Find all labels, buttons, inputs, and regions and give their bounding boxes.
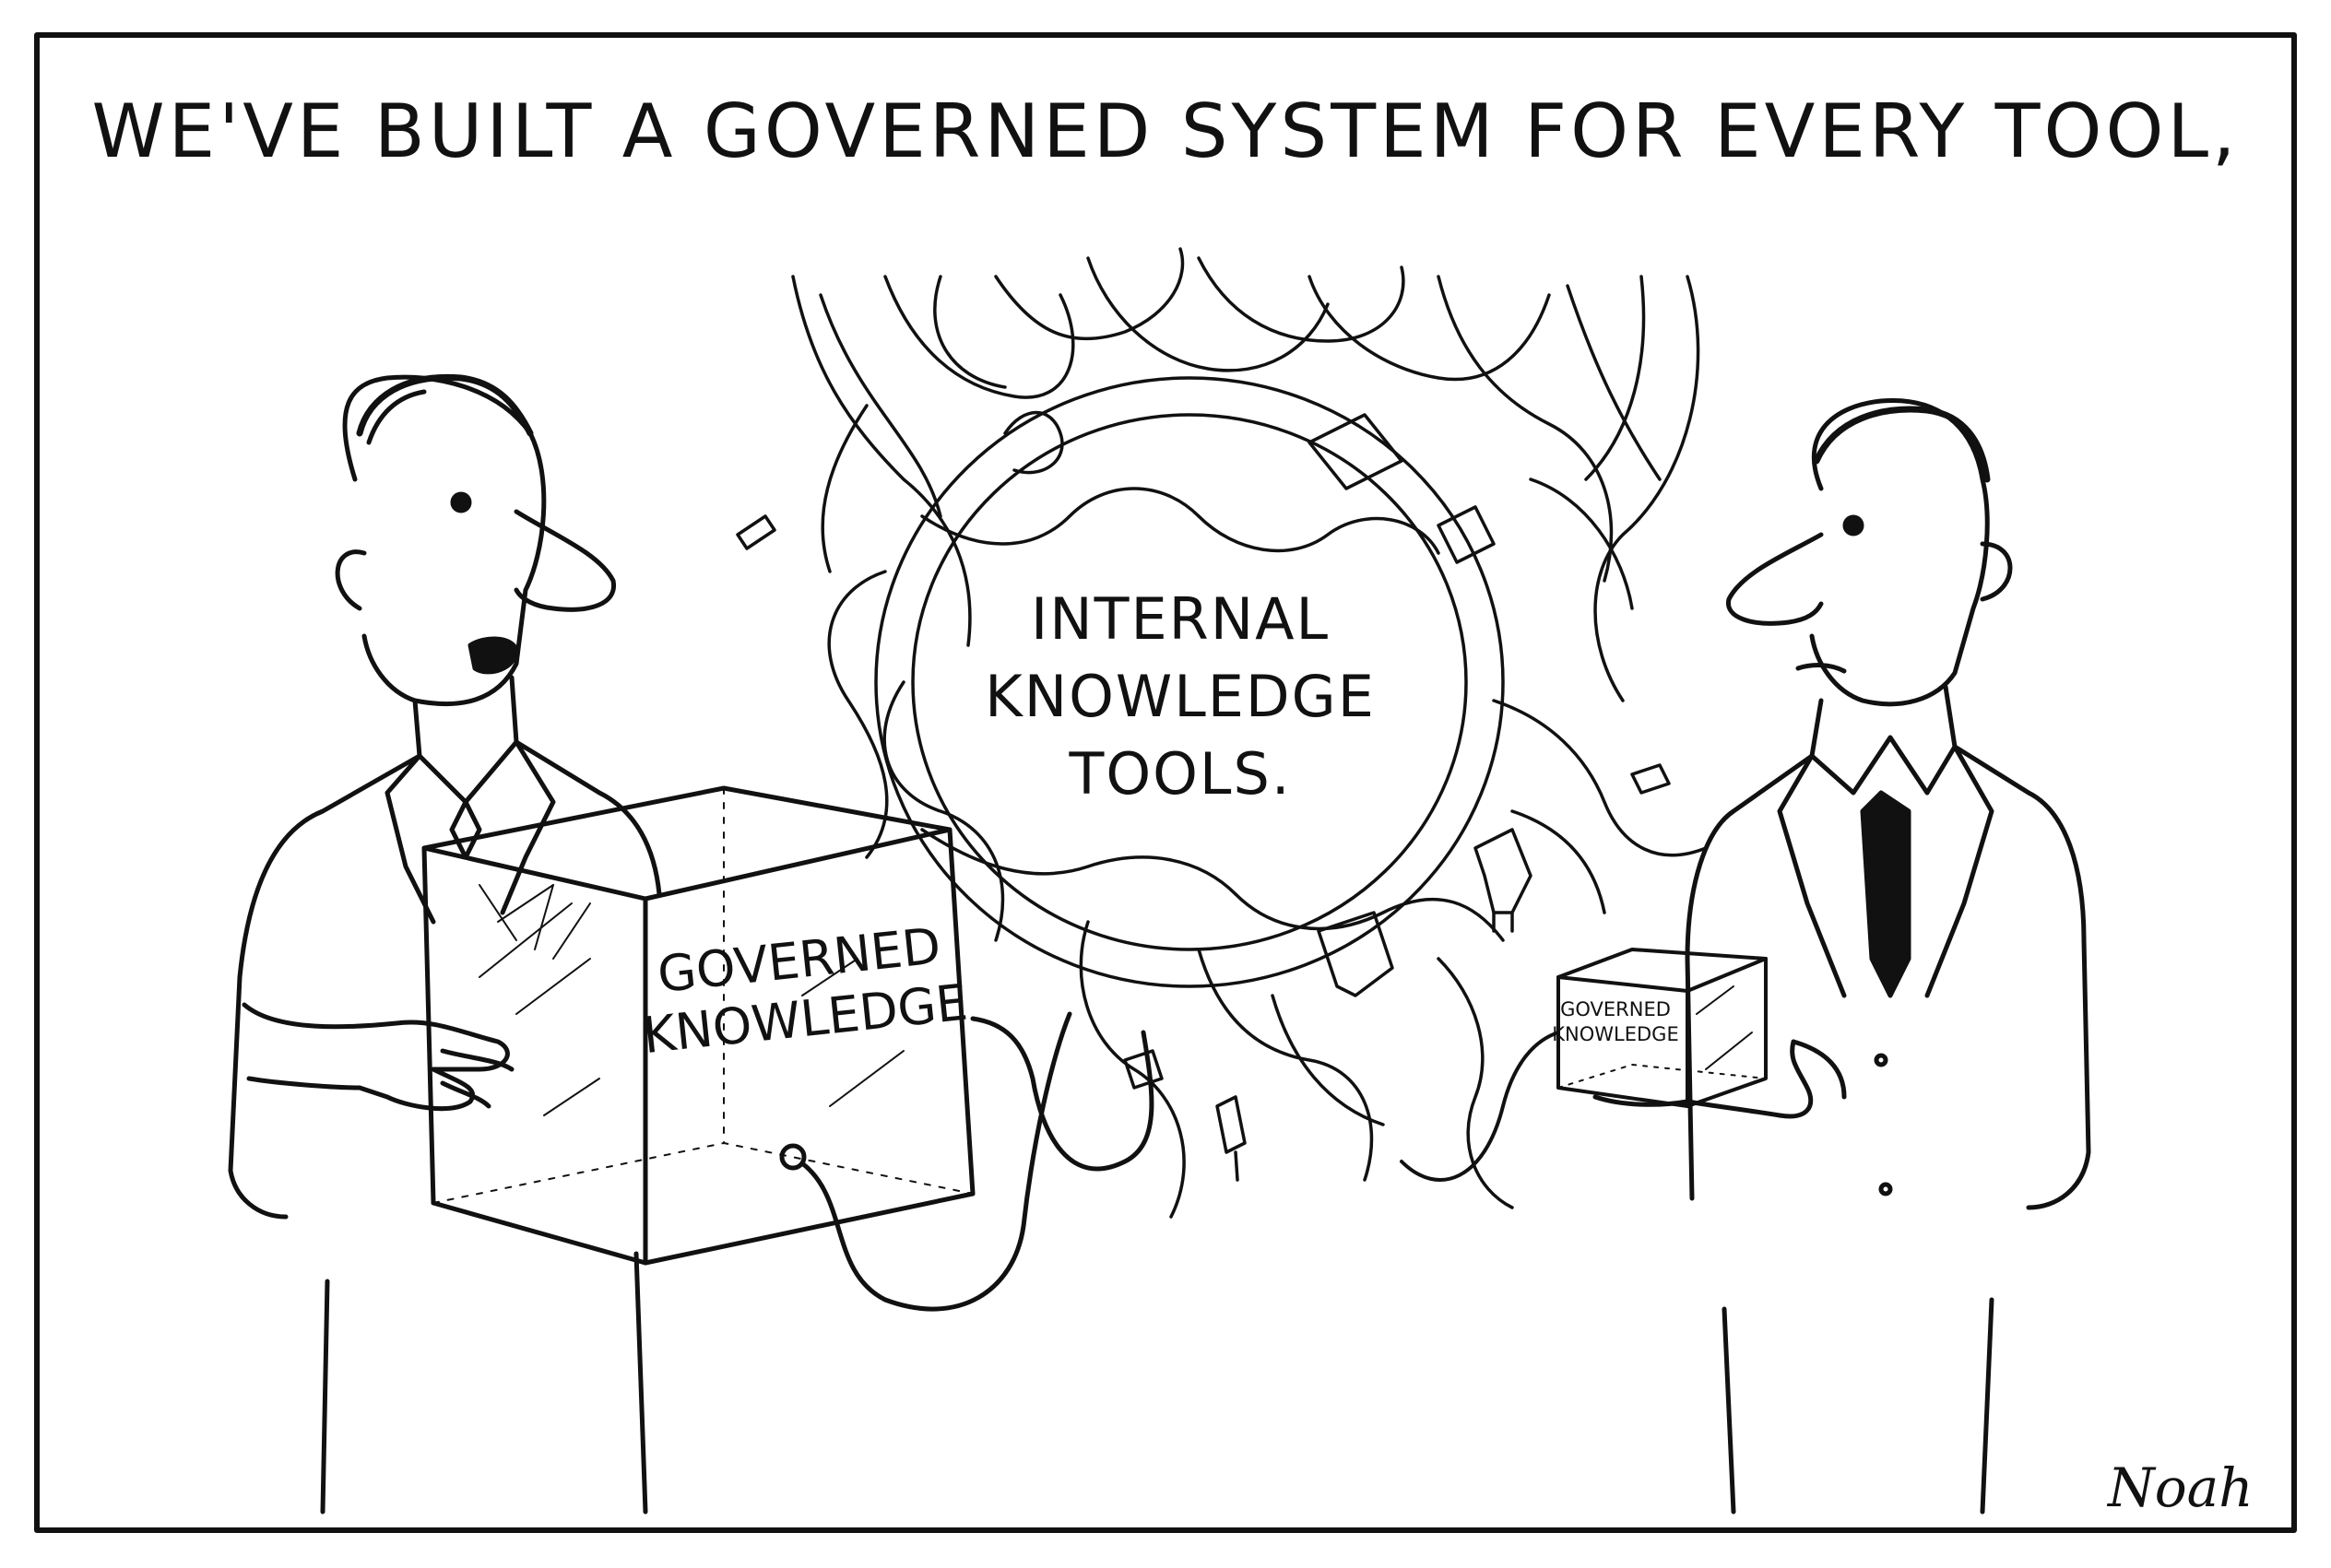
knot-label-line: TOOLS.	[1069, 740, 1292, 808]
cartoon-caption: WE'VE BUILT A GOVERNED SYSTEM FOR EVERY …	[91, 88, 2240, 174]
right-man	[1592, 397, 2091, 1515]
small-box-label: GOVERNED KNOWLEDGE	[1542, 997, 1689, 1047]
cable-tangle	[736, 247, 1708, 1219]
small-governed-box	[1400, 948, 1768, 1182]
panel-border	[34, 32, 2297, 1533]
left-man	[228, 373, 662, 1515]
small-box-label-line: KNOWLEDGE	[1552, 1023, 1679, 1045]
knot-label-line: INTERNAL	[1030, 585, 1331, 653]
artist-signature: Noah	[2108, 1456, 2254, 1519]
knot-label: INTERNAL KNOWLEDGE TOOLS.	[977, 581, 1383, 813]
big-governed-box	[421, 785, 1154, 1312]
small-box-label-line: GOVERNED	[1560, 998, 1671, 1020]
knot-label-line: KNOWLEDGE	[985, 663, 1376, 730]
